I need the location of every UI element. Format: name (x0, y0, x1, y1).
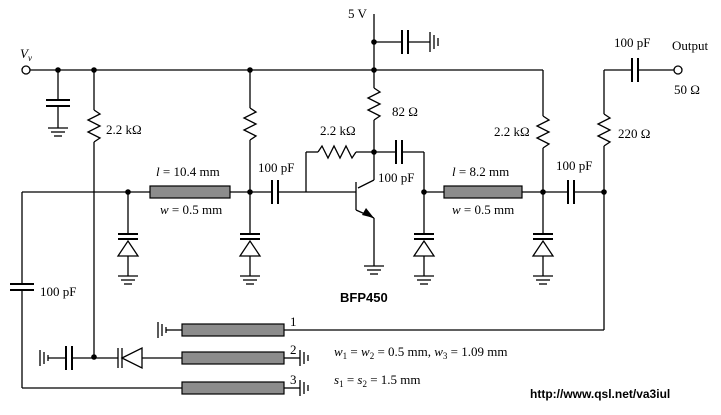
transistor-label: BFP450 (340, 290, 388, 305)
r-output-label: 220 Ω (618, 126, 650, 141)
coupled-line-3 (181, 380, 309, 396)
cap-left-label: 100 pF (40, 284, 76, 299)
cap-input (271, 180, 306, 204)
tline1-width: w = 0.5 mm (160, 202, 222, 217)
supply-label: 5 V (348, 6, 368, 21)
supply-node (371, 14, 439, 54)
varactor-1 (116, 192, 140, 285)
output-label: Output (672, 38, 709, 53)
output-imp-label: 50 Ω (674, 82, 700, 97)
cap-collector (374, 140, 425, 192)
resistor-collector (366, 42, 382, 155)
cap-mid (567, 180, 607, 204)
tline1-length: l = 10.4 mm (156, 164, 220, 179)
resistor-feedback (305, 144, 374, 192)
cap-col-label: 100 pF (378, 170, 414, 185)
tline-output (443, 185, 523, 199)
r-collector-label: 82 Ω (392, 104, 418, 119)
varactor-3 (412, 192, 436, 285)
vv-terminal (21, 65, 31, 75)
r-feedback-label: 2.2 kΩ (320, 123, 356, 138)
cap-mid-label: 100 pF (556, 158, 592, 173)
coupled-line-2 (39, 346, 309, 370)
resistor-bias-right (535, 70, 551, 192)
r-bias1-label: 2.2 kΩ (106, 122, 142, 137)
resistor-bias-left (86, 70, 102, 360)
source-url: http://www.qsl.net/va3iul (530, 387, 670, 401)
varactor-2 (238, 192, 262, 285)
vv-label: Vv (20, 46, 32, 63)
resistor-bias-middle (242, 70, 258, 192)
coupled-line-1 (157, 192, 605, 338)
tline2-width: w = 0.5 mm (452, 202, 514, 217)
cap-in-label: 100 pF (258, 160, 294, 175)
cap-output (631, 58, 674, 82)
cap-output-label: 100 pF (614, 35, 650, 50)
vv-decoupling-cap (46, 70, 70, 137)
coupled-1-label: 1 (290, 314, 297, 329)
spacing-equation: s1 = s2 = 1.5 mm (334, 372, 421, 389)
tline-input (149, 185, 231, 199)
resistor-output (596, 69, 632, 192)
varactor-4 (531, 192, 555, 285)
tline2-length: l = 8.2 mm (452, 164, 509, 179)
coupled-2-label: 2 (290, 342, 297, 357)
r-bias3-label: 2.2 kΩ (494, 124, 530, 139)
coupled-3-label: 3 (290, 372, 297, 387)
width-equation: w1 = w2 = 0.5 mm, w3 = 1.09 mm (334, 344, 507, 361)
cap-left (10, 192, 182, 389)
output-terminal (673, 65, 683, 75)
transistor-bfp450 (306, 152, 384, 275)
